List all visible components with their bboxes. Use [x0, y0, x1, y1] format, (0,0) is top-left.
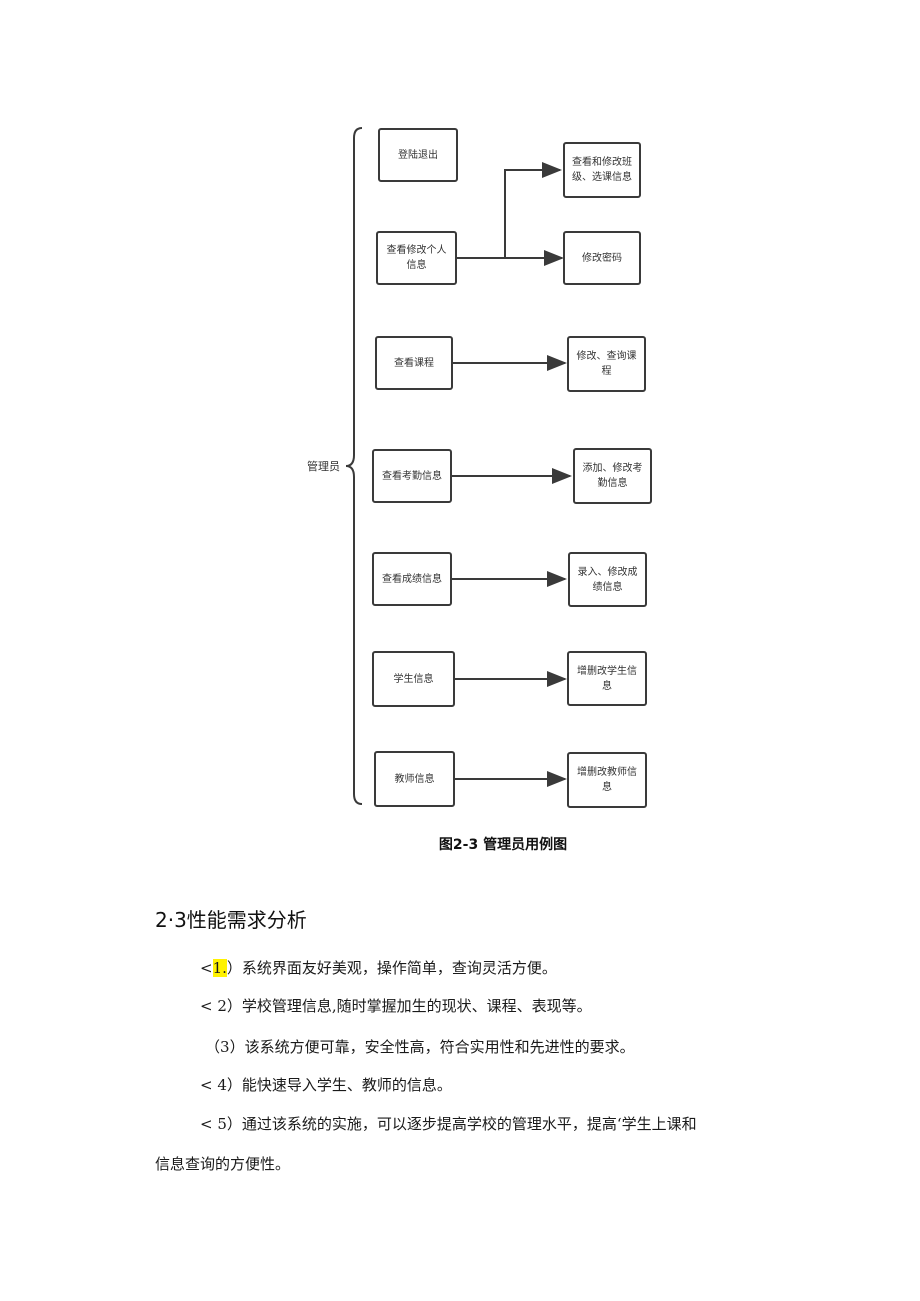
item-number: 5 — [217, 1115, 227, 1133]
item-prefix: < — [200, 959, 213, 977]
node-student-info: 学生信息 — [372, 651, 455, 707]
grouping-brace — [345, 127, 363, 805]
list-item: <1.）系统界面友好美观，操作简单，查询灵活方便。 — [200, 957, 840, 978]
node-add-edit-attendance: 添加、修改考勤信息 — [573, 448, 652, 504]
node-view-score: 查看成绩信息 — [372, 552, 452, 606]
item-number: 2 — [217, 997, 227, 1015]
figure-caption: 图2-3 管理员用例图 — [438, 837, 568, 853]
item-text: ）学校管理信息,随时掌握加生的现状、课程、表现等。 — [226, 997, 592, 1015]
list-item: < 5）通过该系统的实施，可以逐步提高学校的管理水平，提高‘学生上课和 — [200, 1113, 840, 1134]
item-number: 3 — [220, 1038, 230, 1056]
node-view-attendance: 查看考勤信息 — [372, 449, 452, 503]
node-enter-edit-score: 录入、修改成绩信息 — [568, 552, 647, 607]
use-case-diagram — [345, 127, 572, 805]
node-view-course: 查看课程 — [375, 336, 453, 390]
node-crud-teacher: 增删改教师信息 — [567, 752, 647, 808]
item-text: ）系统界面友好美观，操作简单，查询灵活方便。 — [226, 959, 557, 977]
item-text: ）能快速导入学生、教师的信息。 — [226, 1076, 452, 1094]
node-crud-student: 增删改学生信息 — [567, 651, 647, 706]
node-login-logout: 登陆退出 — [378, 128, 458, 182]
item-number: 4 — [217, 1076, 227, 1094]
item-prefix: < — [200, 1115, 218, 1133]
node-teacher-info: 教师信息 — [374, 751, 455, 807]
list-item: < 2）学校管理信息,随时掌握加生的现状、课程、表现等。 — [200, 995, 840, 1016]
node-change-password: 修改密码 — [563, 231, 641, 285]
item-prefix: < — [200, 997, 218, 1015]
item-number-highlighted: 1. — [212, 959, 227, 977]
list-item: （3）该系统方便可靠，安全性高，符合实用性和先进性的要求。 — [205, 1036, 845, 1057]
list-item: < 4）能快速导入学生、教师的信息。 — [200, 1074, 840, 1095]
item-text: ）通过该系统的实施，可以逐步提高学校的管理水平，提高‘学生上课和 — [226, 1115, 697, 1133]
section-title: 2·3性能需求分析 — [155, 908, 307, 932]
root-node-admin: 管理员 — [307, 460, 340, 473]
node-edit-class-selection: 查看和修改班级、选课信息 — [563, 142, 641, 198]
item-text: ）该系统方便可靠，安全性高，符合实用性和先进性的要求。 — [229, 1038, 635, 1056]
node-view-edit-personal-info: 查看修改个人信息 — [376, 231, 457, 285]
connector-personal-class — [504, 162, 562, 258]
item-prefix: < — [200, 1076, 218, 1094]
paragraph-continuation: 信息查询的方便性。 — [155, 1155, 291, 1173]
node-edit-query-course: 修改、查询课程 — [567, 336, 646, 392]
item-prefix: （ — [205, 1038, 221, 1056]
